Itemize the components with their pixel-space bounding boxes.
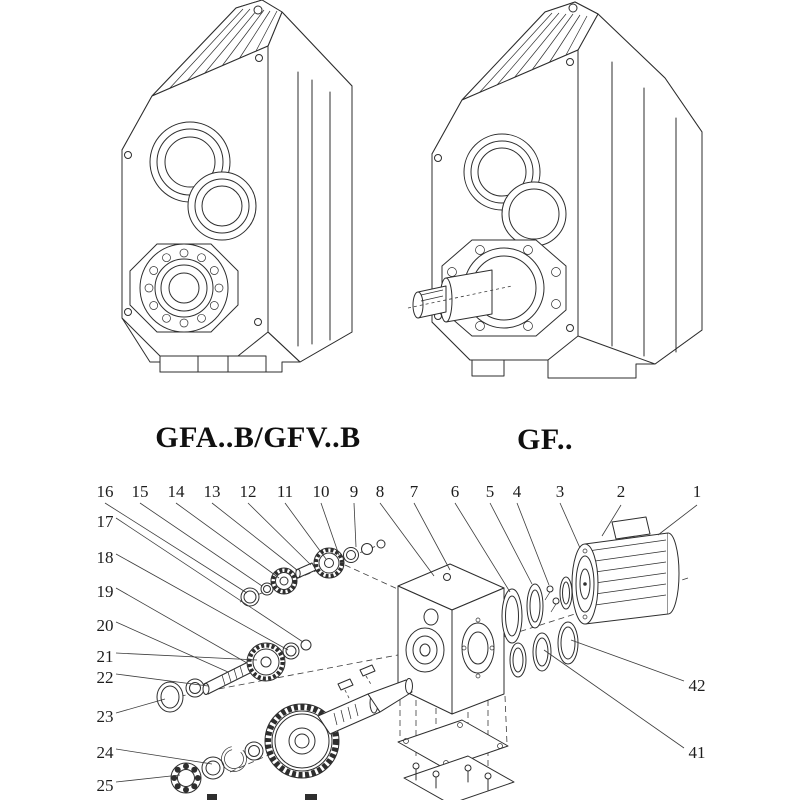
callout-numbers: 16 15 14 13 12 11 10 9 8 7 6 5 4 3 2 1 1… [97,482,706,795]
input-bore-circles [463,133,567,247]
part-number-6: 6 [451,482,460,501]
part-number-14: 14 [168,482,186,501]
part-number-41: 41 [689,743,706,762]
part-number-5: 5 [486,482,495,501]
oil-plug [253,5,263,15]
part-number-18: 18 [97,548,114,567]
input-bore-circles [149,121,257,241]
part-number-21: 21 [97,647,114,666]
retaining-rings [509,621,579,678]
part-number-13: 13 [204,482,221,501]
input-shaft-parts [240,539,386,607]
motor-flange-parts [501,576,573,644]
part-number-23: 23 [97,707,114,726]
output-flange-shaft [407,239,567,337]
output-flange [129,243,239,333]
gearbox-right-drawing [407,1,703,379]
part-number-3: 3 [556,482,565,501]
part-number-7: 7 [410,482,419,501]
gearbox-left-drawing [121,0,353,373]
part-number-22: 22 [97,668,114,687]
part-number-4: 4 [513,482,522,501]
cover-gasket-bolts [397,719,515,800]
part-number-42: 42 [689,676,706,695]
oil-plug [568,3,578,13]
part-number-12: 12 [240,482,257,501]
part-number-2: 2 [617,482,626,501]
part-number-10: 10 [313,482,330,501]
intermediate-shaft-parts [156,639,312,713]
part-number-11: 11 [277,482,293,501]
part-number-9: 9 [350,482,359,501]
cut-off-callout-text [207,794,317,800]
leader-lines [104,502,698,783]
part-number-8: 8 [376,482,385,501]
part-number-20: 20 [97,616,114,635]
model-label-left: GFA..B/GFV..B [155,421,360,454]
output-gear-shaft-parts [170,664,413,794]
part-number-19: 19 [97,582,114,601]
model-label-right: GF.. [517,423,573,456]
part-number-15: 15 [132,482,149,501]
exploded-view-drawing [104,502,698,800]
housing-body [397,563,505,715]
electric-motor [571,516,680,625]
part-number-24: 24 [97,743,115,762]
part-number-25: 25 [97,776,114,795]
part-number-16: 16 [97,482,114,501]
part-number-1: 1 [693,482,702,501]
part-number-17: 17 [97,512,115,531]
